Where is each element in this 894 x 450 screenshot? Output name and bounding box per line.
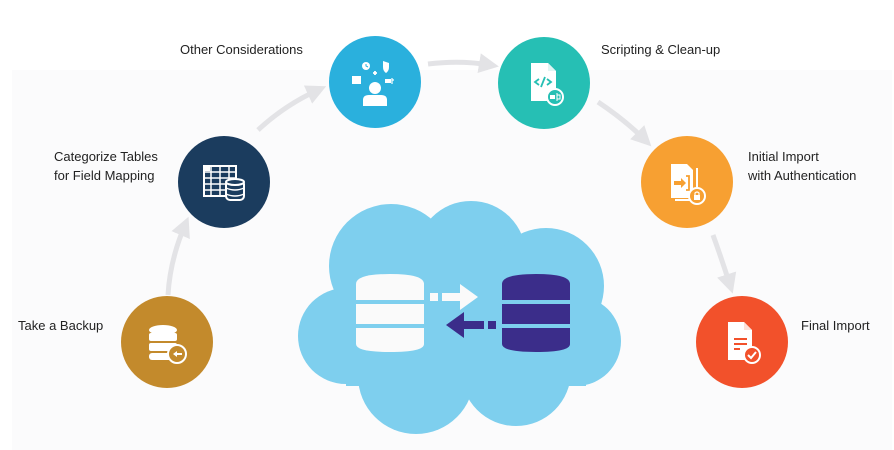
step-categorize-circle xyxy=(178,136,270,228)
step-label-line: for Field Mapping xyxy=(54,168,155,183)
step-considerations-circle xyxy=(329,36,421,128)
cloud-database-sync-icon xyxy=(298,201,621,434)
arrow-backup-to-categorize xyxy=(165,216,190,296)
arrow-categorize-to-considerations xyxy=(256,85,327,132)
step-label-considerations: Other Considerations xyxy=(180,40,303,59)
step-initial-import-circle xyxy=(641,136,733,228)
sync-arrow-left-icon xyxy=(446,312,496,338)
step-label-line: Categorize Tables xyxy=(54,149,158,164)
step-scripting-circle xyxy=(498,37,590,129)
user-considerations-icon xyxy=(352,61,394,106)
database-backup-icon xyxy=(149,325,187,364)
step-label-categorize: Categorize Tables for Field Mapping xyxy=(54,147,158,185)
step-label-line: Other Considerations xyxy=(180,42,303,57)
step-label-line: Final Import xyxy=(801,318,870,333)
document-check-icon xyxy=(728,322,761,364)
step-label-line: Take a Backup xyxy=(18,318,104,333)
target-database-icon xyxy=(502,274,570,352)
table-database-icon xyxy=(203,165,245,201)
arrow-considerations-to-scripting xyxy=(427,53,499,74)
step-final-import-circle xyxy=(696,296,788,388)
step-label-scripting: Scripting & Clean-up xyxy=(601,40,720,59)
arrow-scripting-to-initial xyxy=(596,99,652,147)
step-label-backup: Take a Backup xyxy=(18,316,103,335)
sync-arrow-right-icon xyxy=(430,284,478,310)
step-label-line: with Authentication xyxy=(748,168,857,183)
arrow-initial-to-final xyxy=(710,234,737,294)
source-database-icon xyxy=(356,274,424,352)
step-label-final-import: Final Import xyxy=(801,316,870,335)
import-lock-icon xyxy=(671,164,706,205)
code-file-icon xyxy=(531,63,564,106)
step-backup-circle xyxy=(121,296,213,388)
step-label-line: Initial Import xyxy=(748,149,819,164)
step-label-initial-import: Initial Import with Authentication xyxy=(748,147,856,185)
step-label-line: Scripting & Clean-up xyxy=(601,42,721,57)
